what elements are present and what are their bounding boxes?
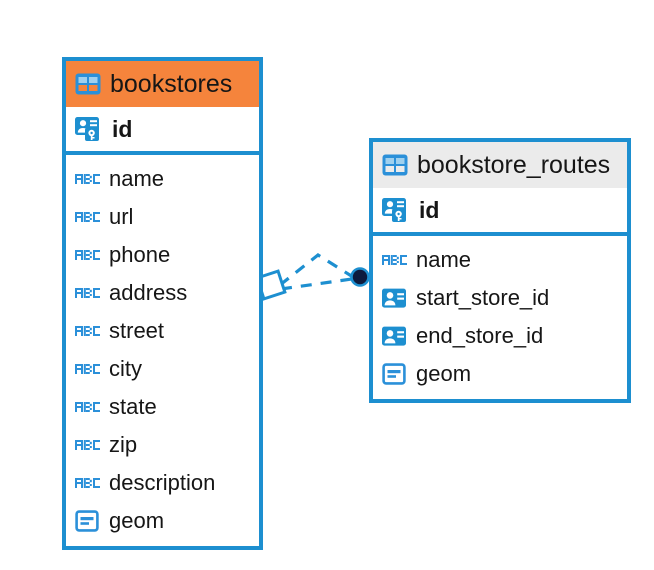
column-label: name xyxy=(416,247,472,272)
relationship-edge-upper xyxy=(279,253,354,287)
abc-text-icon xyxy=(75,478,100,488)
abc-text-icon xyxy=(75,250,100,260)
table-row[interactable]: geom xyxy=(373,355,627,393)
column-label: city xyxy=(109,356,142,381)
column-list-bookstore-routes: name start_store_id end_store_id xyxy=(373,236,627,399)
foreign-key-icon xyxy=(382,326,406,346)
table-row[interactable]: street xyxy=(66,312,259,350)
column-label: description xyxy=(109,470,216,495)
table-row[interactable]: url xyxy=(66,198,259,236)
column-label: end_store_id xyxy=(416,323,544,348)
relationship-edge-lower xyxy=(280,277,353,291)
column-label: address xyxy=(109,280,188,305)
table-icon xyxy=(382,154,408,176)
table-bookstores[interactable]: bookstores id xyxy=(62,57,263,550)
column-label: id xyxy=(112,115,133,142)
abc-text-icon xyxy=(75,326,100,336)
table-title: bookstores xyxy=(110,69,233,98)
geometry-icon xyxy=(75,510,99,532)
column-label: geom xyxy=(416,361,472,386)
abc-text-icon xyxy=(75,440,100,450)
table-row[interactable]: end_store_id xyxy=(373,317,627,355)
column-label: url xyxy=(109,204,134,229)
table-row-primary-key[interactable]: id xyxy=(66,107,259,151)
column-label: name xyxy=(109,166,165,191)
abc-text-icon xyxy=(75,402,100,412)
primary-key-section-bookstore-routes: id xyxy=(373,188,627,236)
table-row[interactable]: state xyxy=(66,388,259,426)
primary-key-icon xyxy=(75,117,99,141)
abc-text-icon xyxy=(75,364,100,374)
table-row[interactable]: phone xyxy=(66,236,259,274)
table-row[interactable]: zip xyxy=(66,426,259,464)
table-header-bookstore-routes: bookstore_routes xyxy=(373,142,627,188)
abc-text-icon xyxy=(75,288,100,298)
geometry-icon xyxy=(382,363,406,385)
table-row[interactable]: name xyxy=(373,241,627,279)
table-row[interactable]: address xyxy=(66,274,259,312)
table-bookstore-routes[interactable]: bookstore_routes id xyxy=(369,138,631,403)
table-icon xyxy=(75,73,101,95)
abc-text-icon xyxy=(75,174,100,184)
table-row[interactable]: description xyxy=(66,464,259,502)
column-label: start_store_id xyxy=(416,285,550,310)
table-row[interactable]: start_store_id xyxy=(373,279,627,317)
table-row[interactable]: name xyxy=(66,160,259,198)
column-list-bookstores: name url xyxy=(66,155,259,546)
table-row[interactable]: geom xyxy=(66,502,259,540)
table-row-primary-key[interactable]: id xyxy=(373,188,627,232)
column-label: street xyxy=(109,318,165,343)
column-label: state xyxy=(109,394,157,419)
table-row[interactable]: city xyxy=(66,350,259,388)
abc-text-icon xyxy=(382,255,407,265)
column-label: zip xyxy=(109,432,138,457)
relationship-circle-endpoint xyxy=(350,267,370,287)
abc-text-icon xyxy=(75,212,100,222)
column-label: geom xyxy=(109,508,165,533)
primary-key-section-bookstores: id xyxy=(66,107,259,155)
column-label: id xyxy=(419,196,440,223)
primary-key-icon xyxy=(382,198,406,222)
column-label: phone xyxy=(109,242,171,267)
table-header-bookstores: bookstores xyxy=(66,61,259,107)
table-title: bookstore_routes xyxy=(417,150,611,179)
foreign-key-icon xyxy=(382,288,406,308)
